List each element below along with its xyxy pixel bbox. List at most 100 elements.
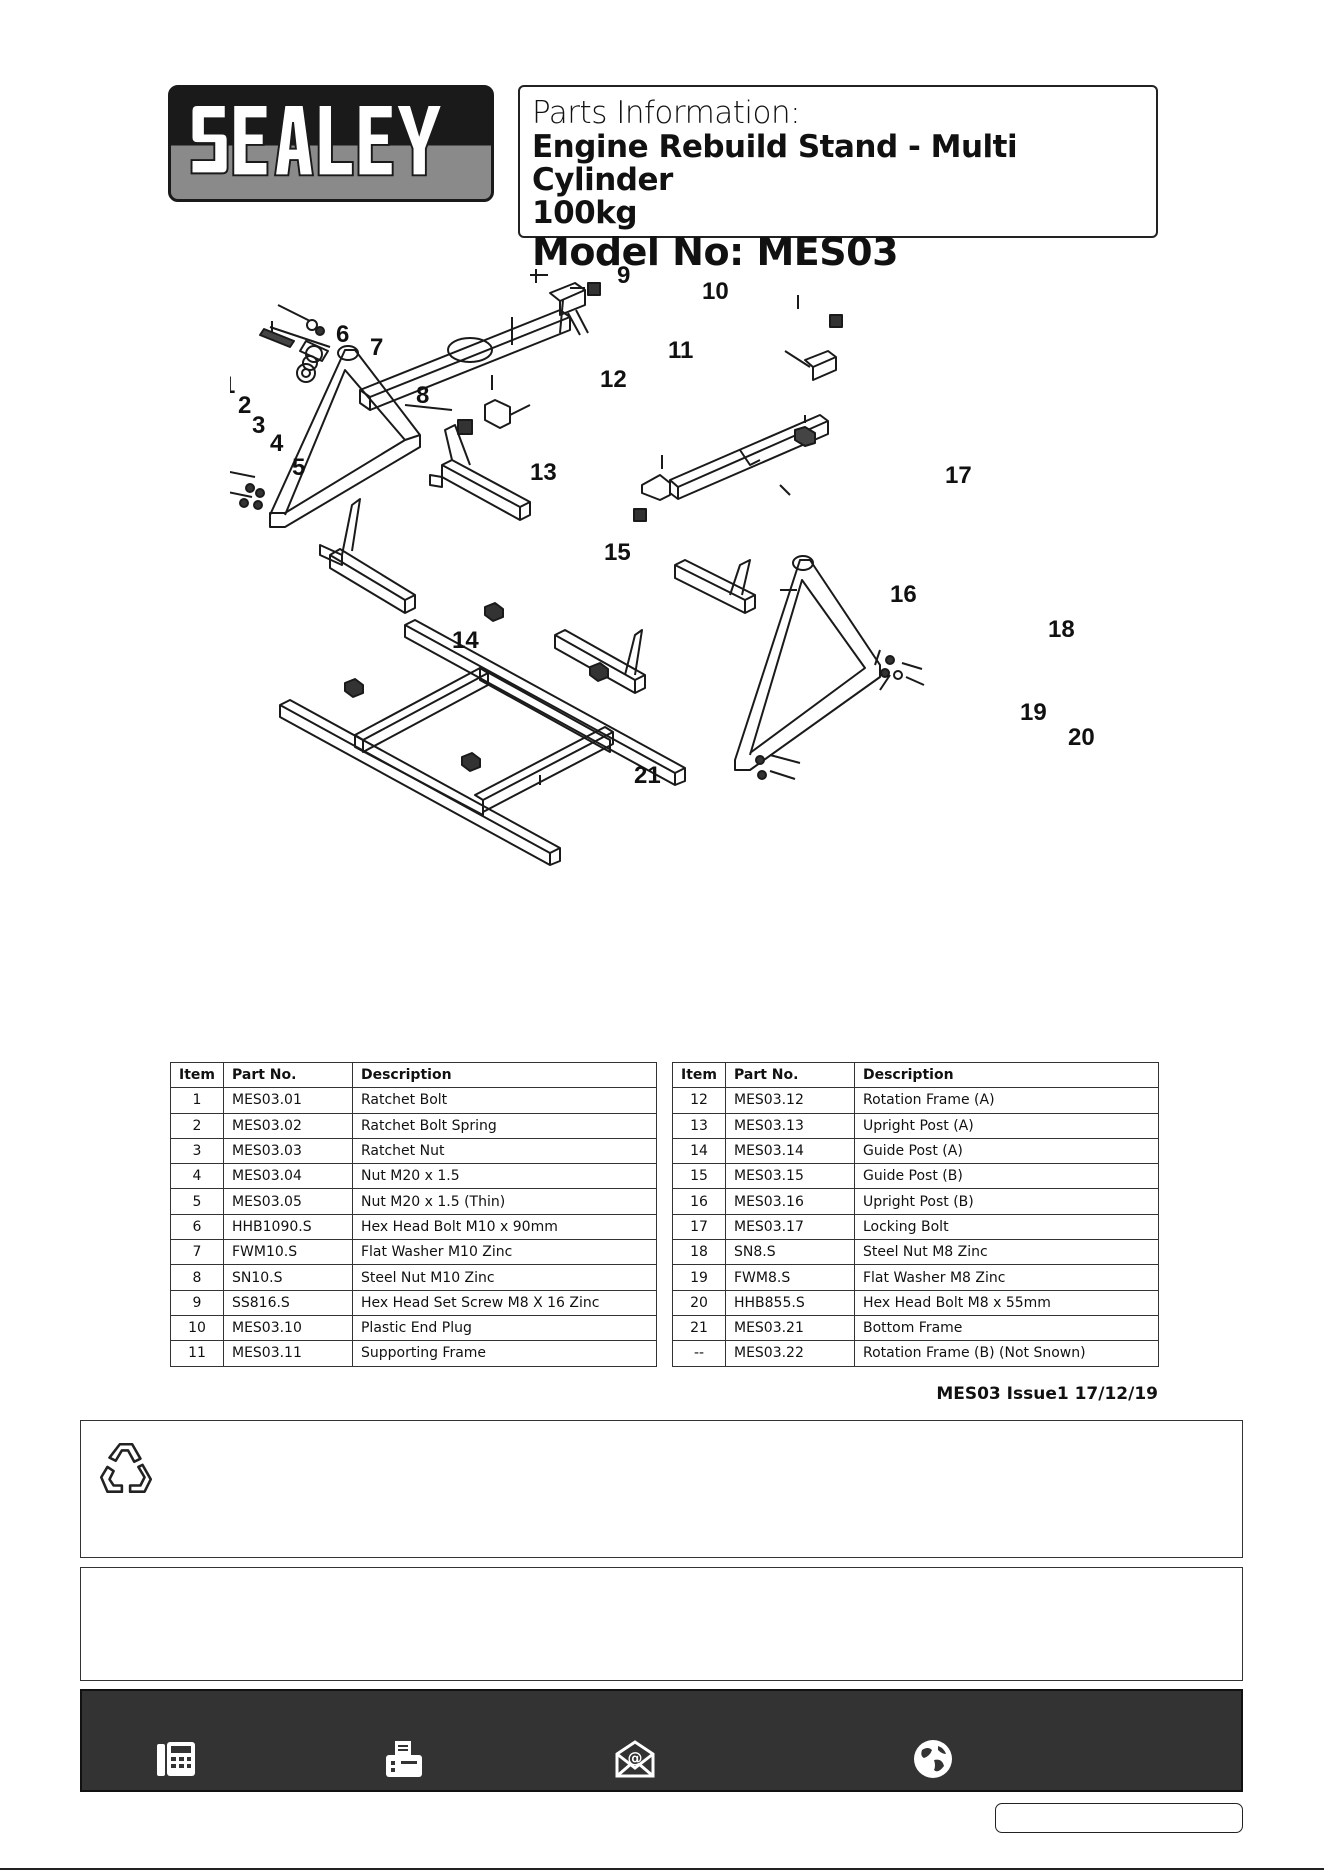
svg-text:@: @ [628,1749,643,1767]
cell-description: Flat Washer M10 Zinc [351,1239,658,1266]
cell-part-no: MES03.11 [222,1340,353,1367]
cell-part-no: MES03.13 [724,1112,855,1139]
model-number: Model No: MES03 [532,230,899,274]
cell-item: -- [672,1340,726,1367]
cell-part-no: MES03.02 [222,1112,353,1139]
table-header-row: Item Part No. Description [672,1061,1160,1089]
header-part-no: Part No. [222,1061,353,1089]
cell-part-no: MES03.17 [724,1213,855,1241]
callout-14: 14 [452,627,479,654]
contact-footer [80,1689,1243,1792]
callout-13: 13 [530,459,557,486]
cell-description: Supporting Frame [351,1340,658,1367]
cell-part-no: FWM8.S [724,1264,855,1291]
cell-description: Nut M20 x 1.5 [351,1163,658,1190]
product-capacity: 100kg [532,195,638,231]
cell-item: 8 [170,1264,224,1291]
cell-part-no: MES03.14 [724,1137,855,1165]
cell-item: 18 [672,1239,726,1266]
cell-item: 5 [170,1188,224,1215]
fax-icon [386,1741,422,1777]
exploded-parts-diagram: 1 2 3 4 5 6 7 8 9 10 11 12 13 14 15 16 1… [230,262,1095,866]
callout-5: 5 [292,454,305,481]
callout-19: 19 [1020,699,1047,726]
cell-description: Rotation Frame (B) (Not Snown) [853,1340,1160,1367]
cell-description: Ratchet Nut [351,1137,658,1165]
callout-7: 7 [370,334,383,361]
callout-20: 20 [1068,724,1095,751]
cell-item: 16 [672,1188,726,1215]
cell-item: 3 [170,1137,224,1165]
header-description: Description [853,1061,1160,1089]
phone-icon [157,1742,195,1776]
issue-label: MES03 Issue1 17/12/19 [936,1384,1158,1404]
globe-icon [914,1740,952,1778]
cell-item: 6 [170,1213,224,1241]
cell-part-no: SN8.S [724,1239,855,1266]
cell-description: Nut M20 x 1.5 (Thin) [351,1188,658,1215]
cell-part-no: MES03.21 [724,1314,855,1342]
cell-item: 20 [672,1289,726,1316]
cell-description: Locking Bolt [853,1213,1160,1241]
cell-item: 12 [672,1087,726,1114]
callout-16: 16 [890,581,917,608]
product-name: Engine Rebuild Stand - Multi Cylinder [532,129,1018,198]
cell-item: 13 [672,1112,726,1139]
cell-item: 4 [170,1163,224,1190]
cell-description: Guide Post (A) [853,1137,1160,1165]
cell-part-no: MES03.12 [724,1087,855,1114]
cell-description: Steel Nut M10 Zinc [351,1264,658,1291]
table-header-row: Item Part No. Description [170,1061,658,1089]
callout-15: 15 [604,539,631,566]
cell-description: Steel Nut M8 Zinc [853,1239,1160,1266]
callout-4: 4 [270,430,284,457]
bottom-rule [0,1868,1324,1870]
cell-description: Upright Post (A) [853,1112,1160,1139]
cell-item: 21 [672,1314,726,1342]
recycle-icon [99,1442,153,1493]
callout-9: 9 [617,262,630,289]
cell-part-no: HHB1090.S [222,1213,353,1241]
cell-part-no: MES03.04 [222,1163,353,1190]
cell-description: Ratchet Bolt [351,1087,658,1114]
cell-item: 7 [170,1239,224,1266]
cell-part-no: MES03.03 [222,1137,353,1165]
header-item: Item [672,1061,726,1089]
callout-18: 18 [1048,616,1075,643]
cell-part-no: MES03.01 [222,1087,353,1114]
cell-item: 2 [170,1112,224,1139]
sealey-logo [168,85,494,202]
email-icon: @ [615,1740,655,1778]
cell-description: Flat Washer M8 Zinc [853,1264,1160,1291]
cell-part-no: MES03.16 [724,1188,855,1215]
header-description: Description [351,1061,658,1089]
cell-description: Ratchet Bolt Spring [351,1112,658,1139]
callout-1: 1 [230,372,235,399]
cell-item: 9 [170,1289,224,1316]
cell-part-no: MES03.05 [222,1188,353,1215]
cell-item: 14 [672,1137,726,1165]
callout-12: 12 [600,366,627,393]
callout-8: 8 [416,382,429,409]
header-part-no: Part No. [724,1061,855,1089]
cell-item: 1 [170,1087,224,1114]
callout-10: 10 [702,278,729,305]
cell-item: 17 [672,1213,726,1241]
cell-part-no: HHB855.S [724,1289,855,1316]
cell-part-no: FWM10.S [222,1239,353,1266]
cell-description: Bottom Frame [853,1314,1160,1342]
